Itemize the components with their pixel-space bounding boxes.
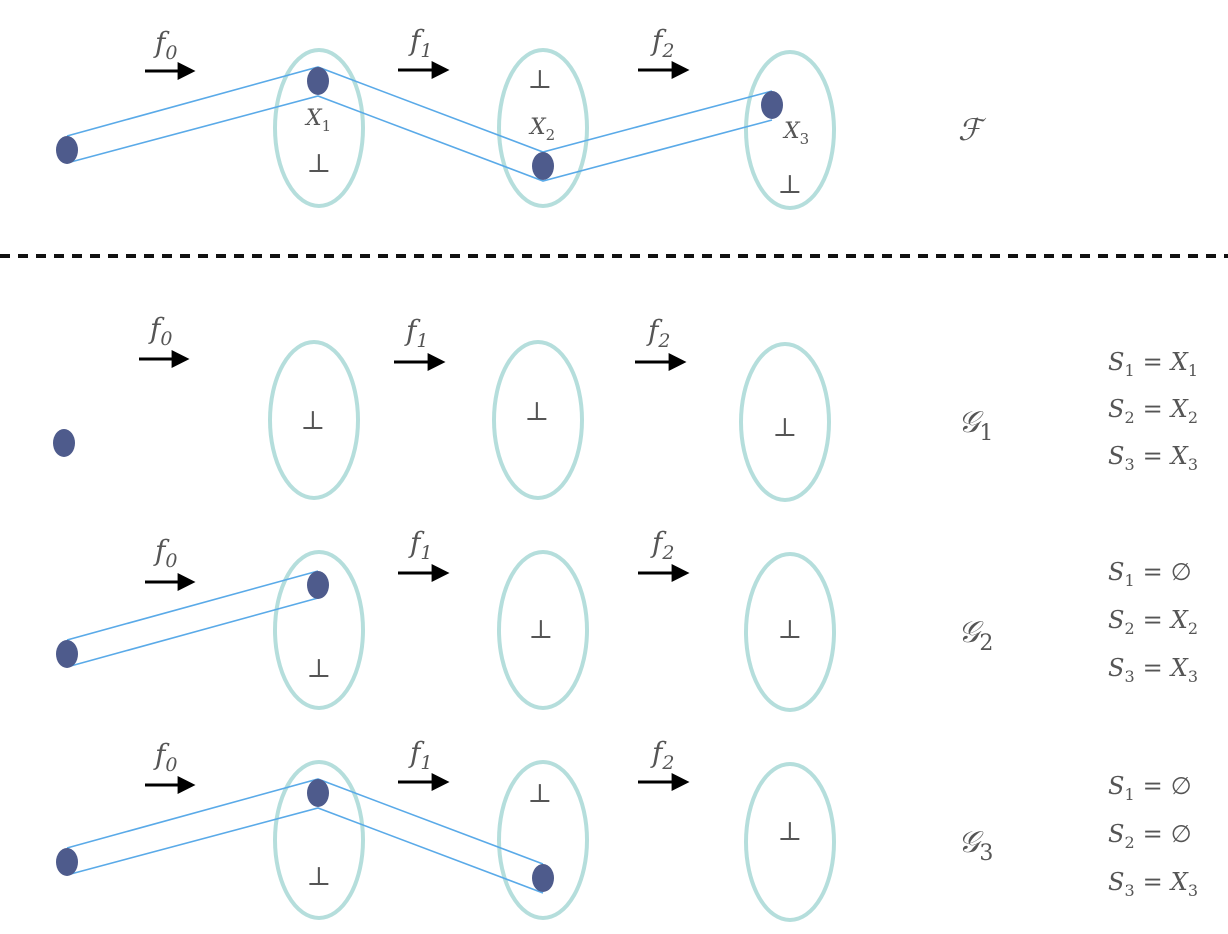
family-label-g1: 𝒢1 xyxy=(958,405,993,446)
point xyxy=(307,571,329,599)
function-f2: f2 xyxy=(638,736,690,791)
node-set-3 xyxy=(744,762,836,922)
set-equations: S1=X1 S2=X2 S3=X3 xyxy=(1108,348,1198,474)
point xyxy=(532,152,554,180)
set-equation: S1=∅ xyxy=(1108,558,1192,590)
node-label-x2: X2 xyxy=(528,115,555,144)
family-label-g3: 𝒢3 xyxy=(958,825,993,866)
start-point xyxy=(56,848,78,876)
bottom-symbol: ⊥ xyxy=(528,779,552,809)
top-section: f0 f1 f2 X1 ⊥ ⊥ X2 X3 ⊥ ℱ xyxy=(56,24,987,210)
set-equation: S1=X1 xyxy=(1108,348,1198,380)
row-g1: f0 f1 f2 ⊥ ⊥ ⊥ 𝒢1 S1=X1 S2=X2 S3=X3 xyxy=(53,312,1198,502)
function-label: f1 xyxy=(408,24,432,62)
bottom-symbol: ⊥ xyxy=(525,397,549,427)
node-set-2 xyxy=(492,340,584,500)
point xyxy=(307,67,329,95)
node-set-1 xyxy=(268,340,360,500)
node-label-x1: X1 xyxy=(304,106,331,135)
bottom-symbol: ⊥ xyxy=(307,654,331,684)
set-equations: S1=∅ S2=X2 S3=X3 xyxy=(1108,558,1198,686)
bottom-symbol: ⊥ xyxy=(773,413,797,443)
function-label: f0 xyxy=(153,26,177,64)
function-f0: f0 xyxy=(145,26,196,80)
function-label: f2 xyxy=(650,24,674,62)
set-equation: S2=X2 xyxy=(1108,395,1198,427)
node-set-3 xyxy=(739,342,831,502)
start-point xyxy=(53,429,75,457)
row-g3: f0 f1 f2 ⊥ ⊥ ⊥ 𝒢3 S1=∅ S2=∅ S3=X3 xyxy=(56,736,1198,922)
function-f1: f1 xyxy=(398,24,450,79)
function-label: f2 xyxy=(646,314,670,352)
bottom-symbol: ⊥ xyxy=(307,862,331,892)
function-label: f1 xyxy=(408,736,432,774)
function-label: f2 xyxy=(650,736,674,774)
node-set-2 xyxy=(497,550,589,710)
function-f0: f0 xyxy=(145,738,196,794)
bottom-symbol: ⊥ xyxy=(778,615,802,645)
point xyxy=(532,864,554,892)
bottom-symbol: ⊥ xyxy=(301,406,325,436)
function-label: f1 xyxy=(404,314,428,352)
start-point xyxy=(56,136,78,164)
start-point xyxy=(56,640,78,668)
set-equation: S2=X2 xyxy=(1108,606,1198,638)
family-label-g2: 𝒢2 xyxy=(958,615,993,656)
point xyxy=(761,91,783,119)
node-set-2 xyxy=(497,48,589,208)
function-label: f1 xyxy=(408,526,432,564)
path-tube xyxy=(66,778,544,894)
node-set-3 xyxy=(744,50,836,210)
row-g2: f0 f1 f2 ⊥ ⊥ ⊥ 𝒢2 S1=∅ S2=X2 S3=X3 xyxy=(56,526,1198,712)
function-f0: f0 xyxy=(139,312,190,368)
function-label: f2 xyxy=(650,526,674,564)
set-equation: S3=X3 xyxy=(1108,654,1198,686)
bottom-symbol: ⊥ xyxy=(778,170,802,200)
set-equation: S1=∅ xyxy=(1108,772,1192,804)
function-label: f0 xyxy=(148,312,172,350)
node-set-2 xyxy=(497,760,589,920)
family-label-f: ℱ xyxy=(958,113,987,148)
function-label: f0 xyxy=(153,534,177,572)
set-equation: S3=X3 xyxy=(1108,442,1198,474)
node-set-1 xyxy=(273,48,365,208)
function-label: f0 xyxy=(153,738,177,776)
point xyxy=(307,779,329,807)
function-f1: f1 xyxy=(398,526,450,582)
function-f1: f1 xyxy=(394,314,446,371)
path-tube xyxy=(66,570,319,668)
node-set-3 xyxy=(744,552,836,712)
set-equation: S3=X3 xyxy=(1108,868,1198,900)
bottom-symbol: ⊥ xyxy=(778,817,802,847)
node-set-1 xyxy=(273,760,365,920)
bottom-symbol: ⊥ xyxy=(307,149,331,179)
function-f0: f0 xyxy=(145,534,196,591)
set-equations: S1=∅ S2=∅ S3=X3 xyxy=(1108,772,1198,900)
bottom-symbol: ⊥ xyxy=(529,615,553,645)
bottom-symbol: ⊥ xyxy=(528,65,552,95)
path-tube xyxy=(66,66,773,182)
node-set-1 xyxy=(273,550,365,710)
function-f2: f2 xyxy=(635,314,687,371)
set-equation: S2=∅ xyxy=(1108,820,1192,852)
function-f1: f1 xyxy=(398,736,450,791)
function-f2: f2 xyxy=(638,526,690,582)
function-f2: f2 xyxy=(638,24,690,79)
node-label-x3: X3 xyxy=(782,119,809,148)
